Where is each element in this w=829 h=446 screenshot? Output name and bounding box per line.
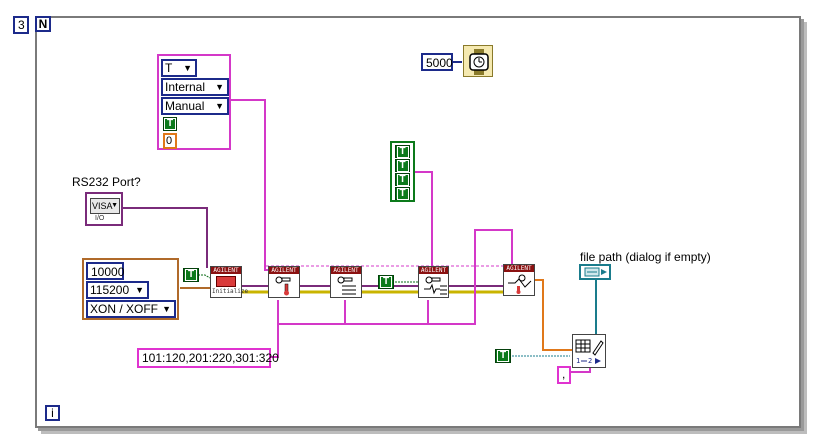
- wait-ms-function[interactable]: [463, 45, 493, 77]
- enum-internal-label: Internal: [165, 80, 206, 94]
- bool-constant-label: T: [164, 118, 176, 130]
- bool-array-element[interactable]: T: [395, 159, 410, 172]
- enum-T-label: T: [165, 61, 173, 75]
- chevron-down-icon: ▼: [162, 304, 171, 314]
- watch-icon: [469, 49, 489, 75]
- for-loop-frame[interactable]: [35, 16, 801, 428]
- configure-channels-vi[interactable]: AGILENT: [330, 266, 362, 298]
- initialize-vi[interactable]: AGILENT Initialize: [210, 266, 248, 298]
- bool-array-element-label: T: [396, 174, 409, 186]
- loop-count-terminal[interactable]: N: [35, 16, 51, 32]
- thermometer-icon: [275, 276, 291, 296]
- vi-header: AGILENT: [419, 267, 448, 274]
- bool-array-element-label: T: [396, 188, 409, 200]
- read-measurement-vi[interactable]: AGILENT: [503, 264, 535, 296]
- channel-list-constant[interactable]: 101:120,201:220,301:320: [137, 348, 279, 368]
- file-path-control[interactable]: [579, 264, 611, 280]
- delimiter-constant[interactable]: ,: [557, 366, 571, 384]
- baud-rate-label: 115200: [90, 283, 130, 297]
- vi-header: AGILENT: [504, 265, 534, 272]
- configure-scan-vi[interactable]: AGILENT: [418, 266, 449, 298]
- flow-control-label: XON / XOFF: [90, 302, 159, 316]
- numeric-constant[interactable]: 0: [163, 133, 177, 149]
- enum-manual-label: Manual: [165, 99, 205, 113]
- baud-rate-ring[interactable]: 115200 ▼: [86, 281, 149, 299]
- bool-array-element[interactable]: T: [395, 145, 410, 158]
- visa-label: VISA: [92, 201, 113, 211]
- config-cluster-constant[interactable]: T ▼ Internal ▼ Manual ▼ T 0: [157, 54, 231, 150]
- vi-header: AGILENT: [211, 267, 241, 274]
- svg-text:1: 1: [576, 357, 580, 365]
- bool-array-element-label: T: [396, 160, 409, 172]
- init-icon-body: [216, 276, 236, 287]
- spreadsheet-write-icon: 1 2: [575, 339, 604, 365]
- boolean-array-constant[interactable]: T T T T: [390, 141, 415, 202]
- list-icon: [337, 276, 356, 295]
- wait-ms-constant[interactable]: 5000: [421, 53, 453, 71]
- transpose-bool-constant[interactable]: T: [495, 349, 511, 363]
- bool-array-element-label: T: [396, 146, 409, 158]
- visa-resource-control[interactable]: VISA ▼ I/O: [85, 192, 123, 226]
- chevron-down-icon: ▼: [183, 63, 192, 73]
- init-caption: Initialize: [212, 288, 249, 295]
- bool-array-element[interactable]: T: [395, 187, 410, 200]
- file-path-icon: [584, 267, 607, 277]
- enum-manual[interactable]: Manual ▼: [161, 97, 229, 115]
- scan-bool-constant[interactable]: T: [378, 275, 394, 289]
- rs232-port-label: RS232 Port?: [72, 175, 141, 189]
- bool-constant[interactable]: T: [163, 117, 177, 131]
- loop-count-constant[interactable]: 3: [13, 16, 29, 34]
- visa-io-label: I/O: [95, 215, 105, 222]
- timeout-constant[interactable]: 10000: [86, 262, 124, 280]
- dropdown-arrow-icon: ▼: [111, 202, 118, 209]
- vi-header: AGILENT: [269, 267, 299, 274]
- reset-bool-constant[interactable]: T: [183, 268, 199, 282]
- chevron-down-icon: ▼: [135, 285, 144, 295]
- file-path-label: file path (dialog if empty): [580, 250, 711, 264]
- serial-config-cluster[interactable]: 10000 115200 ▼ XON / XOFF ▼: [82, 258, 179, 320]
- transpose-bool-label: T: [497, 350, 509, 362]
- scan-bool-label: T: [380, 276, 392, 288]
- visa-resource-box[interactable]: VISA ▼: [90, 198, 120, 214]
- reset-bool-label: T: [185, 269, 197, 281]
- scan-config-icon: [424, 276, 447, 295]
- chevron-down-icon: ▼: [215, 82, 224, 92]
- svg-text:2: 2: [588, 357, 592, 365]
- bool-array-element[interactable]: T: [395, 173, 410, 186]
- flow-control-ring[interactable]: XON / XOFF ▼: [86, 300, 176, 318]
- write-spreadsheet-vi[interactable]: 1 2: [572, 334, 606, 368]
- configure-temperature-vi[interactable]: AGILENT: [268, 266, 300, 298]
- enum-T[interactable]: T ▼: [161, 59, 197, 77]
- loop-iteration-terminal[interactable]: i: [45, 405, 60, 421]
- measurement-icon: [508, 274, 532, 294]
- enum-internal[interactable]: Internal ▼: [161, 78, 229, 96]
- chevron-down-icon: ▼: [215, 101, 224, 111]
- vi-header: AGILENT: [331, 267, 361, 274]
